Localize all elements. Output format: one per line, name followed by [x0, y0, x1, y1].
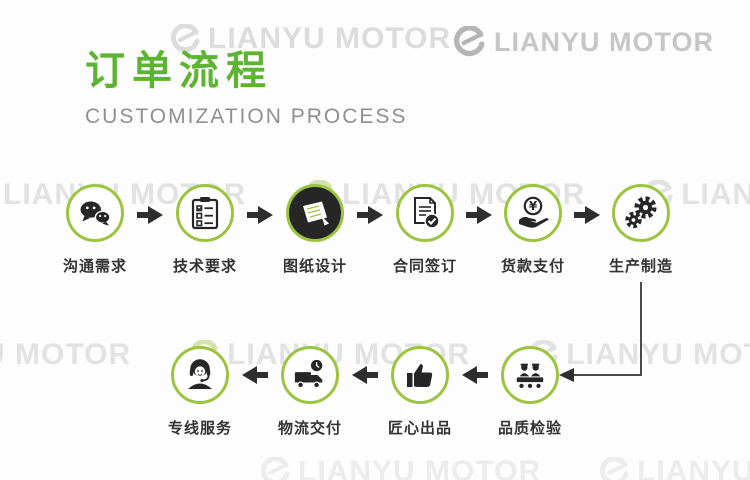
- thumbs-up-icon: [391, 346, 449, 404]
- step-payment: ¥ 货款支付: [478, 184, 588, 276]
- payment-icon: ¥: [504, 184, 562, 242]
- step-drawing-design: 图纸设计: [260, 184, 370, 276]
- step-label: 匠心出品: [387, 420, 452, 437]
- step-quality-product: 匠心出品: [365, 346, 475, 438]
- page-subtitle: CUSTOMIZATION PROCESS: [85, 105, 408, 128]
- arrow-right-icon: [247, 206, 273, 224]
- step-contract-signing: 合同签订: [370, 184, 480, 276]
- watermark-text: LIANYU MOTOR: [0, 338, 132, 371]
- step-production: 生产制造: [586, 184, 696, 276]
- arrow-right-icon: [466, 206, 492, 224]
- watermark-row: LIANYU MOTOR LIANYU MOTOR: [260, 455, 750, 480]
- page-title: 订单流程: [85, 49, 273, 93]
- step-label: 合同签订: [392, 258, 457, 275]
- watermark-item: LIANYU MOTOR: [0, 338, 131, 372]
- contract-icon: [396, 184, 454, 242]
- watermark-item: LIANYU MOTOR: [260, 455, 541, 480]
- arrow-right-icon: [574, 206, 600, 224]
- brand-name: LIANYU MOTOR: [494, 26, 714, 57]
- step-label: 品质检验: [497, 420, 562, 437]
- step-technical-requirements: 技术要求: [150, 184, 260, 276]
- truck-clock-icon: [281, 346, 339, 404]
- watermark-text: LIANYU MOTOR: [637, 455, 750, 480]
- wechat-icon: [66, 184, 124, 242]
- header: 订单流程 CUSTOMIZATION PROCESS: [85, 38, 407, 129]
- step-label: 生产制造: [608, 258, 673, 275]
- brand-swirl-icon: [600, 457, 629, 480]
- arrow-left-icon: [462, 366, 488, 384]
- step-label: 物流交付: [277, 420, 342, 437]
- flow-connector: [559, 282, 642, 382]
- step-label: 图纸设计: [282, 258, 347, 275]
- brand-swirl-icon: [454, 26, 485, 57]
- step-communication: 沟通需求: [40, 184, 150, 276]
- step-dedicated-service: 专线服务: [145, 346, 255, 438]
- step-label: 专线服务: [167, 420, 232, 437]
- watermark-text: LIANYU MOTOR: [298, 455, 542, 480]
- step-quality-inspection: 品质检验: [475, 346, 585, 438]
- brand-logo: LIANYU MOTOR: [453, 26, 714, 58]
- svg-text:¥: ¥: [529, 199, 538, 213]
- step-label: 货款支付: [500, 258, 565, 275]
- watermark-item: LIANYU MOTOR: [599, 455, 750, 480]
- arrow-left-icon: [242, 366, 268, 384]
- arrow-right-icon: [137, 206, 163, 224]
- step-logistics-delivery: 物流交付: [255, 346, 365, 438]
- checklist-icon: [176, 184, 234, 242]
- inspection-workers-icon: [501, 346, 559, 404]
- headset-agent-icon: [171, 346, 229, 404]
- step-label: 沟通需求: [62, 258, 127, 275]
- gears-icon: [612, 184, 670, 242]
- blueprint-icon: [286, 184, 344, 242]
- step-label: 技术要求: [172, 258, 237, 275]
- arrow-right-icon: [357, 206, 383, 224]
- brand-swirl-icon: [260, 457, 290, 480]
- arrow-left-icon: [352, 366, 378, 384]
